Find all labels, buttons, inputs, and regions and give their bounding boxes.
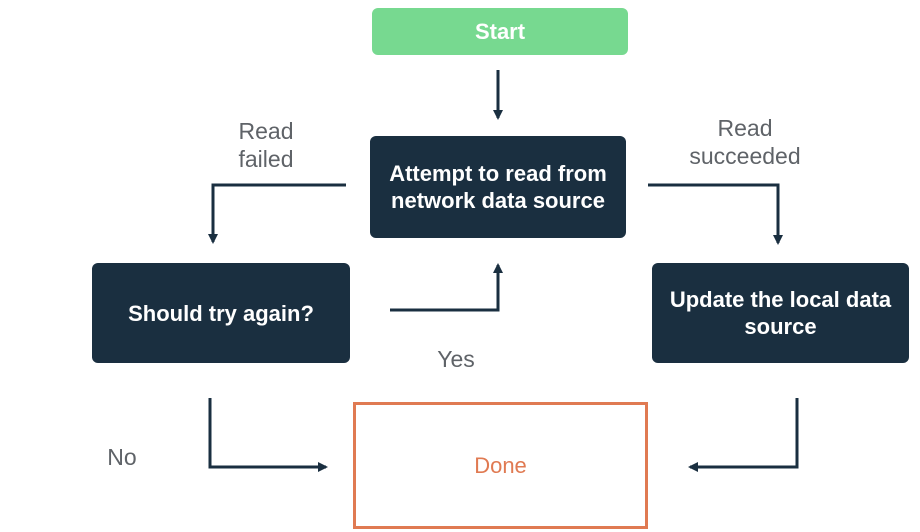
arrow-update-to-done (688, 398, 799, 472)
retry-decision-node: Should try again? (92, 263, 350, 363)
edge-label-yes: Yes (437, 346, 475, 372)
update-local-node-label: Update the local data source (669, 287, 892, 339)
attempt-read-node-label: Attempt to read from network data source (389, 161, 607, 213)
arrow-attempt-to-update (648, 183, 783, 245)
edge-label-read-succeeded: Read succeeded (689, 115, 801, 169)
arrow-retry-to-done (208, 398, 328, 472)
attempt-read-node: Attempt to read from network data source (370, 136, 626, 238)
edge-label-read-failed: Read failed (238, 118, 294, 172)
arrow-retry-to-attempt (390, 263, 503, 312)
start-node: Start (372, 8, 628, 55)
done-node: Done (353, 402, 648, 529)
retry-decision-node-label: Should try again? (128, 300, 314, 326)
update-local-node: Update the local data source (652, 263, 909, 363)
start-node-label: Start (474, 19, 526, 44)
edge-label-no: No (107, 444, 137, 470)
done-node-label: Done (474, 453, 527, 478)
arrow-attempt-to-retry (208, 183, 346, 244)
